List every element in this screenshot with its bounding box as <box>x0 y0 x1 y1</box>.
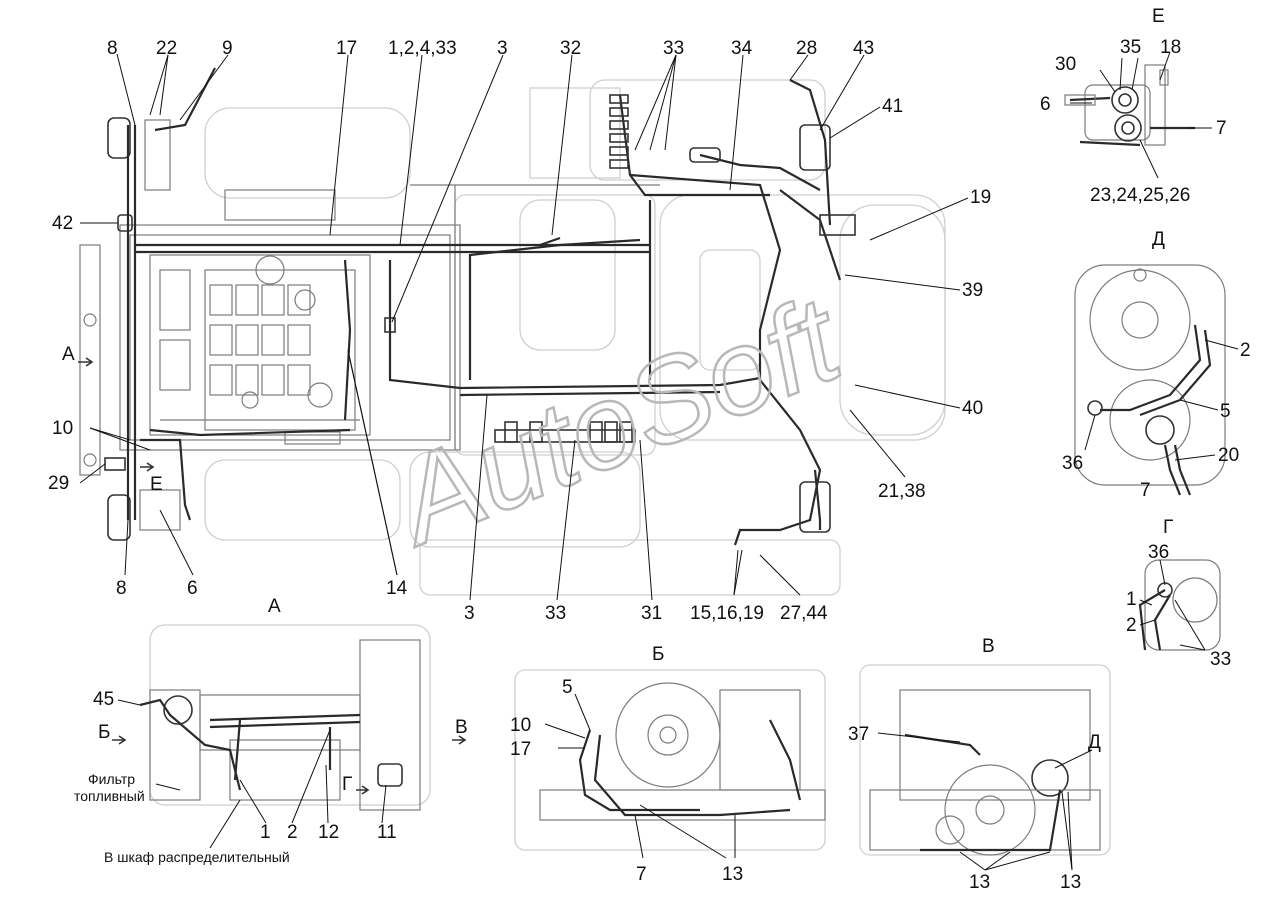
view-a-title: А <box>268 596 281 617</box>
callout-label: 5 <box>1220 401 1231 422</box>
filter-label-line2: топливный <box>74 788 145 804</box>
callout-label: 32 <box>560 38 581 59</box>
callout-label: 43 <box>853 38 874 59</box>
callout-label: 2 <box>1240 340 1251 361</box>
view-v: В 37 Д 13 13 <box>848 636 1111 893</box>
callout-label: 27,44 <box>780 603 828 624</box>
view-marker-g: Г <box>342 774 352 795</box>
callout-label: 19 <box>970 187 991 208</box>
callout-label: 7 <box>1140 480 1151 501</box>
view-b-title: Б <box>652 644 664 665</box>
view-d: Д 2 5 36 20 7 <box>1062 229 1251 501</box>
view-marker-b: Б <box>98 722 110 743</box>
view-marker-d: Д <box>1088 732 1101 753</box>
callout-label: 28 <box>796 38 817 59</box>
callout-label: 1,2,4,33 <box>388 38 457 59</box>
callout-label: 22 <box>156 38 177 59</box>
callout-label: 8 <box>116 578 127 599</box>
callout-label: 18 <box>1160 37 1181 58</box>
filter-label-line1: Фильтр <box>88 771 135 787</box>
callout-label: 6 <box>187 578 198 599</box>
callout-label: 36 <box>1148 542 1169 563</box>
callout-label: 12 <box>318 822 339 843</box>
view-marker-v: В <box>455 717 468 738</box>
callout-label: 10 <box>510 715 531 736</box>
callout-label: 33 <box>545 603 566 624</box>
callout-label: 40 <box>962 398 983 419</box>
callout-label: 17 <box>510 739 531 760</box>
view-g-title: Г <box>1163 517 1173 538</box>
callout-label: 36 <box>1062 453 1083 474</box>
callout-label: 31 <box>641 603 662 624</box>
callout-label: 35 <box>1120 37 1141 58</box>
view-marker-e: Е <box>150 474 163 495</box>
callout-label: 13 <box>969 872 990 893</box>
callout-label: 11 <box>377 822 397 843</box>
callout-label: 9 <box>222 38 233 59</box>
callout-label: 42 <box>52 213 73 234</box>
callout-label: 41 <box>882 96 903 117</box>
callout-label: 30 <box>1055 54 1076 75</box>
callout-label: 20 <box>1218 445 1239 466</box>
view-e: Е 35 18 30 6 7 23,24,25,26 <box>1040 6 1227 206</box>
callout-label: 10 <box>52 418 73 439</box>
view-marker-a: А <box>62 344 75 365</box>
view-v-title: В <box>982 636 995 657</box>
callout-label: 15,16,19 <box>690 603 764 624</box>
callout-label: 8 <box>107 38 118 59</box>
callout-label: 34 <box>731 38 753 59</box>
callout-label: 2 <box>287 822 298 843</box>
cabinet-label: В шкаф распределительный <box>104 849 290 865</box>
callout-label: 7 <box>636 864 647 885</box>
callout-label: 3 <box>464 603 475 624</box>
callout-label: 13 <box>1060 872 1081 893</box>
callout-label: 37 <box>848 724 869 745</box>
callout-label: 5 <box>562 677 573 698</box>
callout-label: 14 <box>386 578 408 599</box>
view-e-title: Е <box>1152 6 1165 27</box>
view-a: А Б В Г 45 1 2 12 11 Фильтр <box>74 596 468 865</box>
callout-label: 6 <box>1040 94 1051 115</box>
main-plan-view: AutoSoft <box>48 38 991 624</box>
callout-label: 1 <box>260 822 271 843</box>
callout-label: 21,38 <box>878 481 926 502</box>
callout-label: 7 <box>1216 118 1227 139</box>
view-b: Б 5 10 17 7 13 <box>510 644 826 885</box>
view-d-title: Д <box>1152 229 1165 250</box>
callout-label: 39 <box>962 280 983 301</box>
callout-label: 2 <box>1126 615 1137 636</box>
callout-label: 1 <box>1126 589 1137 610</box>
callout-label: 17 <box>336 38 357 59</box>
view-g: Г 36 1 2 33 <box>1126 517 1231 670</box>
callout-label: 33 <box>1210 649 1231 670</box>
callout-label: 45 <box>93 689 114 710</box>
callout-label: 23,24,25,26 <box>1090 185 1190 206</box>
callout-label: 3 <box>497 38 508 59</box>
callout-label: 33 <box>663 38 684 59</box>
callout-label: 13 <box>722 864 743 885</box>
callout-label: 29 <box>48 473 69 494</box>
